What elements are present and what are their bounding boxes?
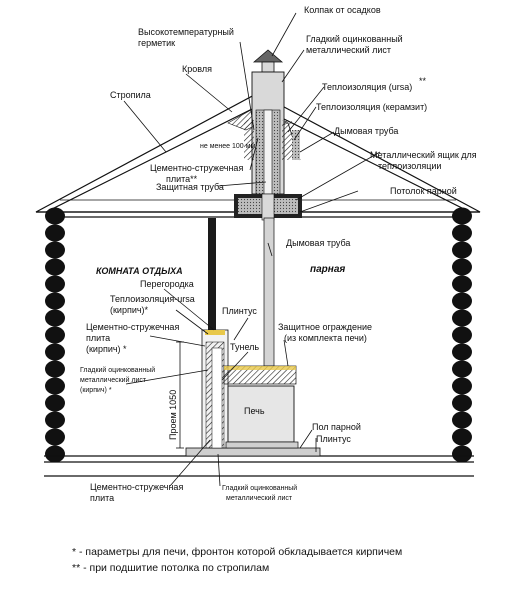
log-end <box>45 428 65 446</box>
log-end <box>452 275 472 293</box>
label-csp-top: Цементно-стружечная <box>150 163 243 173</box>
partition <box>201 218 229 449</box>
label-dymovaya-top: Дымовая труба <box>334 126 398 136</box>
label-gladkiy-mid-3: (кирпич) * <box>80 387 112 394</box>
label-dist: не менее 100 мм <box>200 143 255 150</box>
stove <box>223 365 299 449</box>
log-end <box>45 377 65 395</box>
label-keramzit: Теплоизоляция (керамзит) <box>316 102 427 112</box>
label-ursa-mid-2: (кирпич)* <box>110 305 149 315</box>
label-dymovaya-mid: Дымовая труба <box>286 238 350 248</box>
leader-lines <box>123 12 381 487</box>
label-csp-bot-2: плита <box>90 493 114 503</box>
log-end <box>452 207 472 225</box>
log-end <box>452 241 472 259</box>
label-kolpak: Колпак от осадков <box>304 5 381 15</box>
log-end <box>452 326 472 344</box>
log-end <box>452 445 472 463</box>
log-end <box>45 343 65 361</box>
log-end <box>45 207 65 225</box>
log-end <box>452 360 472 378</box>
log-wall-left <box>45 207 65 463</box>
label-plintus-top: Плинтус <box>222 306 257 316</box>
log-end <box>45 241 65 259</box>
label-gladkiy-mid: Гладкий оцинкованный <box>80 366 155 374</box>
label-pech: Печь <box>244 406 265 416</box>
label-zashit-truba: Защитная труба <box>156 182 224 192</box>
log-end <box>452 258 472 276</box>
label-pol: Пол парной <box>312 422 361 432</box>
label-germetik-2: герметик <box>138 38 175 48</box>
label-proem: Проем 1050 <box>168 390 178 440</box>
log-end <box>452 309 472 327</box>
log-end <box>452 377 472 395</box>
label-csp-bot: Цементно-стружечная <box>90 482 183 492</box>
label-krovlya: Кровля <box>182 64 212 74</box>
log-end <box>45 360 65 378</box>
label-csp-mid-3: (кирпич) * <box>86 344 127 354</box>
label-zashit-ograzhd: Защитное ограждение <box>278 322 372 332</box>
label-gladkiy-top-2: металлический лист <box>306 45 391 55</box>
log-end <box>452 292 472 310</box>
label-stropila: Стропила <box>110 90 151 100</box>
log-end <box>452 343 472 361</box>
label-gladkiy-bot: Гладкий оцинкованный <box>222 484 297 492</box>
floor <box>44 447 474 477</box>
label-yashik-2: теплоизоляции <box>378 161 441 171</box>
label-tunel: Тунель <box>230 342 259 352</box>
label-ursa-top: Теплоизоляция (ursa) <box>322 82 412 92</box>
label-csp-mid-2: плита <box>86 333 110 343</box>
log-end <box>45 224 65 242</box>
label-gladkiy-bot-2: металлический лист <box>226 494 293 502</box>
footnote-1: * - параметры для печи, фронтон которой … <box>72 546 403 558</box>
log-end <box>452 224 472 242</box>
log-end <box>45 292 65 310</box>
log-wall-right <box>452 207 472 463</box>
label-yashik: Металлический ящик для <box>370 150 477 160</box>
log-end <box>45 309 65 327</box>
footnote-2: ** - при подшитие потолка по стропилам <box>72 562 270 574</box>
log-end <box>45 394 65 412</box>
log-end <box>452 411 472 429</box>
label-plintus-bot: Плинтус <box>316 434 351 444</box>
label-peregorodka: Перегородка <box>140 279 194 289</box>
log-end <box>45 411 65 429</box>
label-komnata: КОМНАТА ОТДЫХА <box>96 266 183 276</box>
label-potolok: Потолок парной <box>390 186 457 196</box>
label-csp-mid: Цементно-стружечная <box>86 322 179 332</box>
label-parnaya: парная <box>310 264 345 275</box>
label-ursa-top-mark: ** <box>419 76 427 86</box>
label-csp-top-2: плита** <box>166 174 198 184</box>
diagram-svg: Колпак от осадков Высокотемпературный ге… <box>35 5 481 503</box>
label-gladkiy-mid-2: металлический лист <box>80 376 147 384</box>
label-germetik: Высокотемпературный <box>138 27 234 37</box>
log-end <box>45 445 65 463</box>
log-end <box>452 394 472 412</box>
label-ursa-mid: Теплоизоляция-ursa <box>110 294 195 304</box>
chimney <box>234 49 302 367</box>
log-end <box>452 428 472 446</box>
log-end <box>45 326 65 344</box>
log-end <box>45 275 65 293</box>
log-end <box>45 258 65 276</box>
labels: Колпак от осадков Высокотемпературный ге… <box>80 5 477 503</box>
label-gladkiy-top: Гладкий оцинкованный <box>306 34 403 44</box>
label-zashit-ograzhd-2: (из комплекта печи) <box>284 333 367 343</box>
